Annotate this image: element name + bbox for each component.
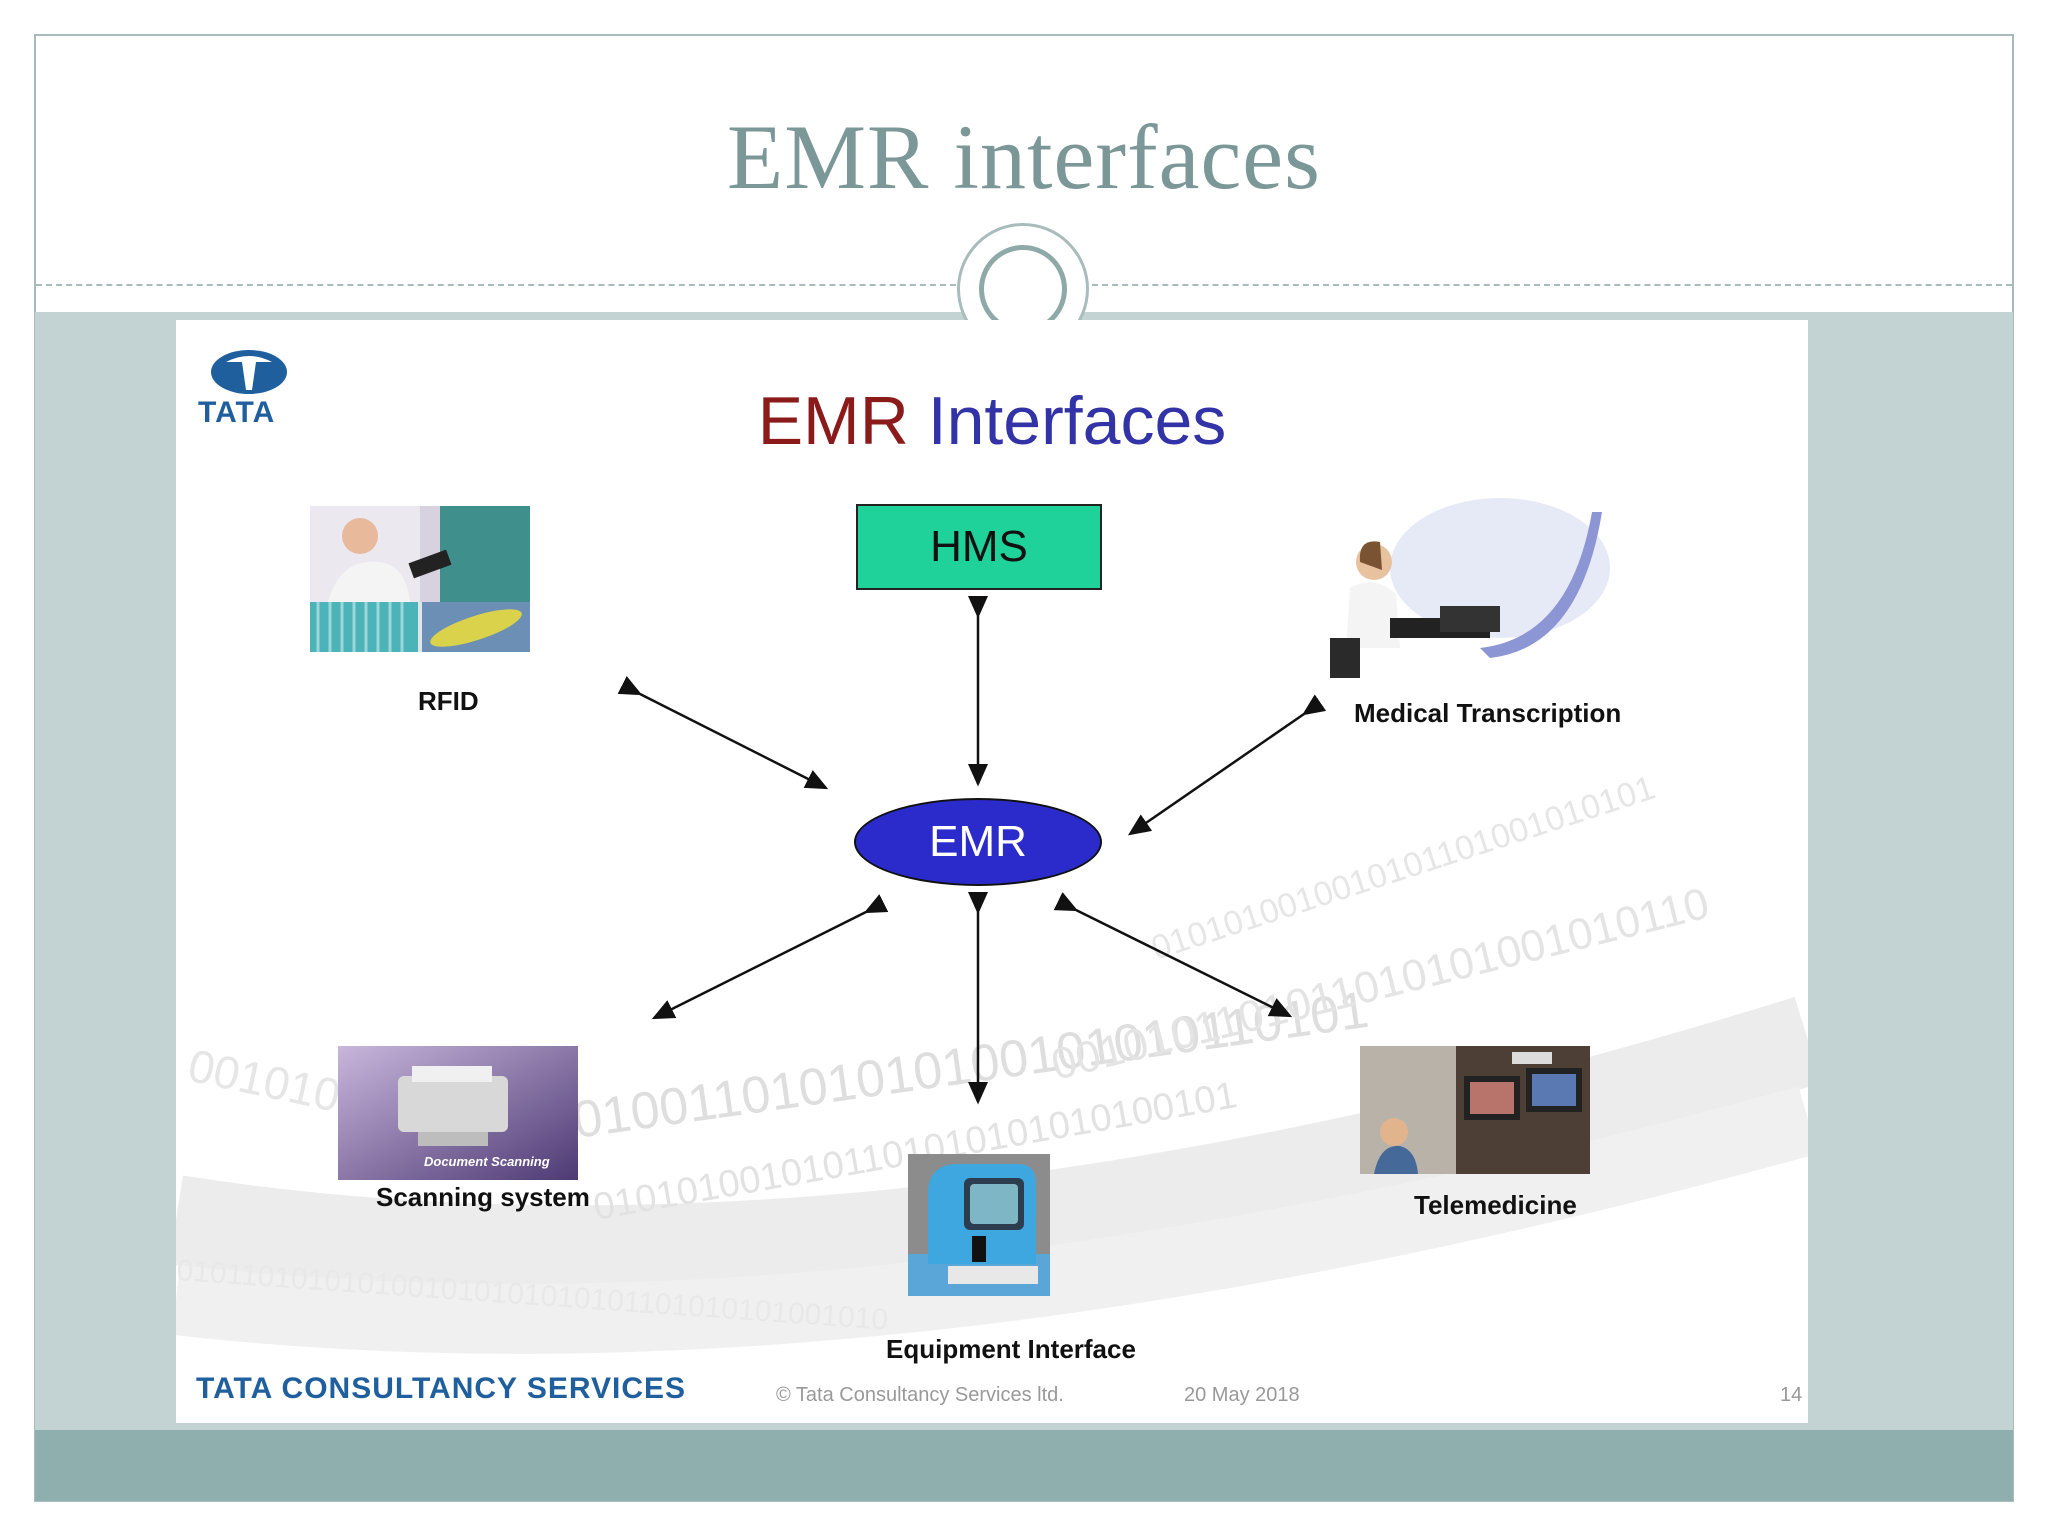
medical-transcription-label: Medical Transcription: [1354, 698, 1622, 728]
telemedicine-photo: [1360, 1046, 1590, 1174]
footer-brand: TATA CONSULTANCY SERVICES: [196, 1372, 687, 1405]
slide-title: EMR interfaces: [727, 106, 1321, 208]
footer-copyright: © Tata Consultancy Services ltd.: [776, 1384, 1064, 1406]
title-divider-left: [36, 284, 956, 286]
embedded-title-emr: EMR: [757, 383, 909, 459]
title-divider-right: [1092, 284, 2012, 286]
tata-logo-text: TATA: [198, 396, 276, 429]
embedded-slide-image: 0100110101010100101010110101 01010100101…: [176, 320, 1808, 1423]
bottom-bar: [35, 1430, 2013, 1501]
equipment-interface-photo: [908, 1154, 1050, 1296]
rfid-label: RFID: [418, 686, 479, 716]
telemedicine-label: Telemedicine: [1414, 1190, 1577, 1220]
embedded-title-interfaces: Interfaces: [927, 383, 1227, 459]
scanner-caption: Document Scanning: [424, 1154, 550, 1169]
rfid-photo: [310, 506, 530, 652]
scanning-system-photo: Document Scanning: [338, 1046, 578, 1180]
embedded-title: EMR Interfaces: [176, 382, 1808, 460]
tata-logo-icon: [211, 350, 287, 394]
scanning-system-label: Scanning system: [376, 1182, 590, 1212]
footer-date: 20 May 2018: [1184, 1384, 1300, 1406]
footer-page-number: 14: [1780, 1384, 1803, 1406]
hms-node: HMS: [856, 504, 1102, 590]
emr-hub-node: EMR: [854, 798, 1102, 886]
medical-transcription-photo: [1330, 498, 1610, 680]
equipment-interface-label: Equipment Interface: [886, 1334, 1136, 1364]
